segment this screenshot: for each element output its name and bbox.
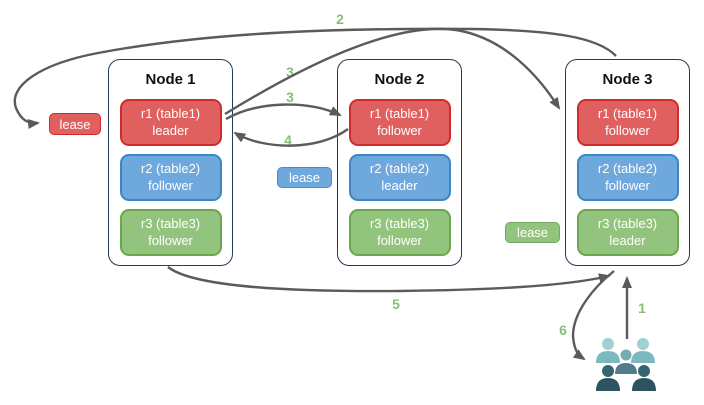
replica-role: follower	[605, 177, 650, 193]
step-label-6: 6	[559, 322, 567, 338]
replica-role: leader	[609, 232, 646, 248]
replica-role: follower	[377, 232, 422, 248]
replica-label: r2 (table2)	[597, 161, 658, 177]
replica-role: follower	[148, 177, 193, 193]
replica-label: r2 (table2)	[140, 161, 201, 177]
replica-label: r2 (table2)	[369, 161, 430, 177]
node1-r3-follower-box: r3 (table3) follower	[119, 209, 222, 256]
lease-chip-r3: lease	[505, 222, 560, 243]
replica-role: follower	[148, 232, 193, 248]
node2-r3-follower-box: r3 (table3) follower	[348, 209, 451, 256]
replica-label: r3 (table3)	[140, 216, 201, 232]
step-label-2: 2	[336, 11, 344, 27]
replica-role: leader	[152, 122, 189, 138]
step-label-1: 1	[638, 300, 646, 316]
replica-label: r3 (table3)	[369, 216, 430, 232]
node2-r2-leader-box: r2 (table2) leader	[348, 154, 451, 201]
replica-role: follower	[377, 122, 422, 138]
lease-chip-r2: lease	[277, 167, 332, 188]
step-label-5: 5	[392, 296, 400, 312]
replica-role: follower	[605, 122, 650, 138]
replica-label: r3 (table3)	[597, 216, 658, 232]
node3-r3-leader-box: r3 (table3) leader	[576, 209, 679, 256]
node3-r2-follower-box: r2 (table2) follower	[576, 154, 679, 201]
node1-r2-follower-box: r2 (table2) follower	[119, 154, 222, 201]
replica-role: leader	[381, 177, 418, 193]
